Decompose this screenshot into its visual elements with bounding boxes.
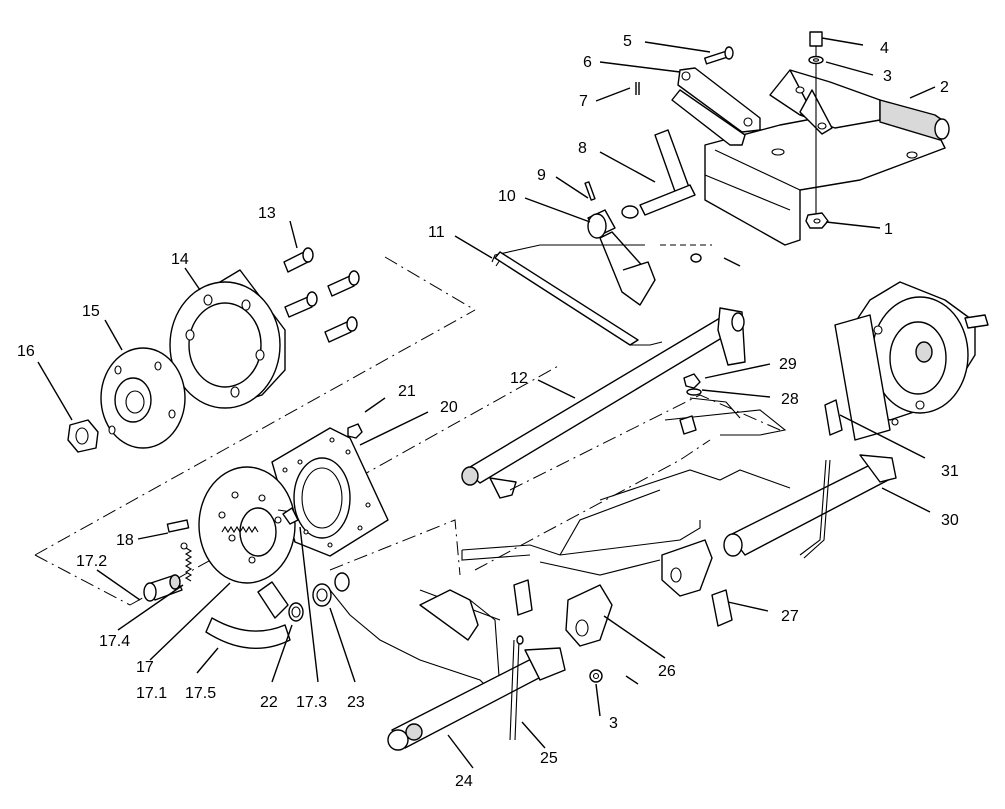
shoe-17-5 [205, 581, 291, 650]
cotter-7 [635, 82, 640, 95]
callout-9: 9 [537, 167, 546, 184]
nut-1 [805, 212, 829, 229]
callout-17-2: 17.2 [76, 553, 107, 570]
shaft-12 [461, 307, 746, 499]
clip-22 [288, 602, 304, 622]
adjuster-17-2 [143, 574, 183, 602]
plate-20 [271, 427, 389, 557]
callout-17-5: 17.5 [185, 685, 216, 702]
callout-31: 31 [941, 463, 959, 480]
link-6 [671, 67, 761, 146]
callout-17-1: 17.1 [136, 685, 167, 702]
bracket-lower-left [329, 589, 501, 696]
callout-28: 28 [781, 391, 799, 408]
callout-17-3: 17.3 [296, 694, 327, 711]
nut-16 [67, 419, 99, 453]
callout-30: 30 [941, 512, 959, 529]
rod-11 [491, 244, 663, 346]
brake-assembly-right [834, 281, 989, 441]
leader-lines [37, 37, 936, 769]
callout-17: 17 [136, 659, 154, 676]
pin-9 [584, 181, 596, 201]
rod-31 [799, 399, 843, 559]
callout-7: 7 [579, 93, 588, 110]
callout-25: 25 [540, 750, 558, 767]
washer-pin-small [660, 244, 741, 267]
bar-24 [387, 647, 566, 751]
callout-2: 2 [940, 79, 949, 96]
callout-23: 23 [347, 694, 365, 711]
callout-10: 10 [498, 188, 516, 205]
callout-21: 21 [398, 383, 416, 400]
callout-18: 18 [116, 532, 134, 549]
callout-24: 24 [455, 773, 473, 790]
pedal-arm-8 [621, 129, 696, 219]
nut-21 [347, 423, 363, 439]
callout-5: 5 [623, 33, 632, 50]
bar-30 [723, 454, 897, 557]
bracket-upper-mid [661, 539, 713, 597]
callout-labels: 1 2 3 4 5 6 7 8 9 10 11 12 13 14 15 16 1… [17, 33, 959, 790]
callout-26: 26 [658, 663, 676, 680]
bolts-13 [283, 247, 360, 343]
bushing-10 [587, 209, 656, 306]
callout-27: 27 [781, 608, 799, 625]
callout-1: 1 [884, 221, 893, 238]
callout-20: 20 [440, 399, 458, 416]
backing-plate-17 [198, 466, 296, 584]
cylinder-2 [879, 99, 950, 141]
callout-29: 29 [779, 356, 797, 373]
rod-25 [509, 579, 533, 741]
drum-14 [169, 269, 286, 409]
callout-14: 14 [171, 251, 189, 268]
callout-17-4: 17.4 [99, 633, 130, 650]
callout-12: 12 [510, 370, 528, 387]
pin-18 [166, 519, 190, 533]
callout-3-lower: 3 [609, 715, 618, 732]
frame-lower [419, 394, 791, 621]
frame-plate [704, 109, 946, 246]
bolt-27 [711, 589, 733, 627]
parts-28-29 [679, 373, 741, 435]
washer-23 [312, 572, 350, 607]
washer-3b [589, 669, 639, 685]
callout-15: 15 [82, 303, 100, 320]
callout-16: 16 [17, 343, 35, 360]
callout-4: 4 [880, 40, 889, 57]
callout-22: 22 [260, 694, 278, 711]
bracket-26 [565, 584, 613, 647]
spring-17-3 [221, 507, 299, 534]
hub-15 [100, 347, 186, 449]
pivot-bracket [769, 69, 881, 135]
callout-13: 13 [258, 205, 276, 222]
callout-11: 11 [428, 224, 445, 241]
callout-3: 3 [883, 68, 892, 85]
callout-6: 6 [583, 54, 592, 71]
bolt-4 [808, 31, 824, 215]
callout-8: 8 [578, 140, 587, 157]
pin-5 [704, 46, 734, 65]
spring-17-4 [180, 542, 193, 582]
